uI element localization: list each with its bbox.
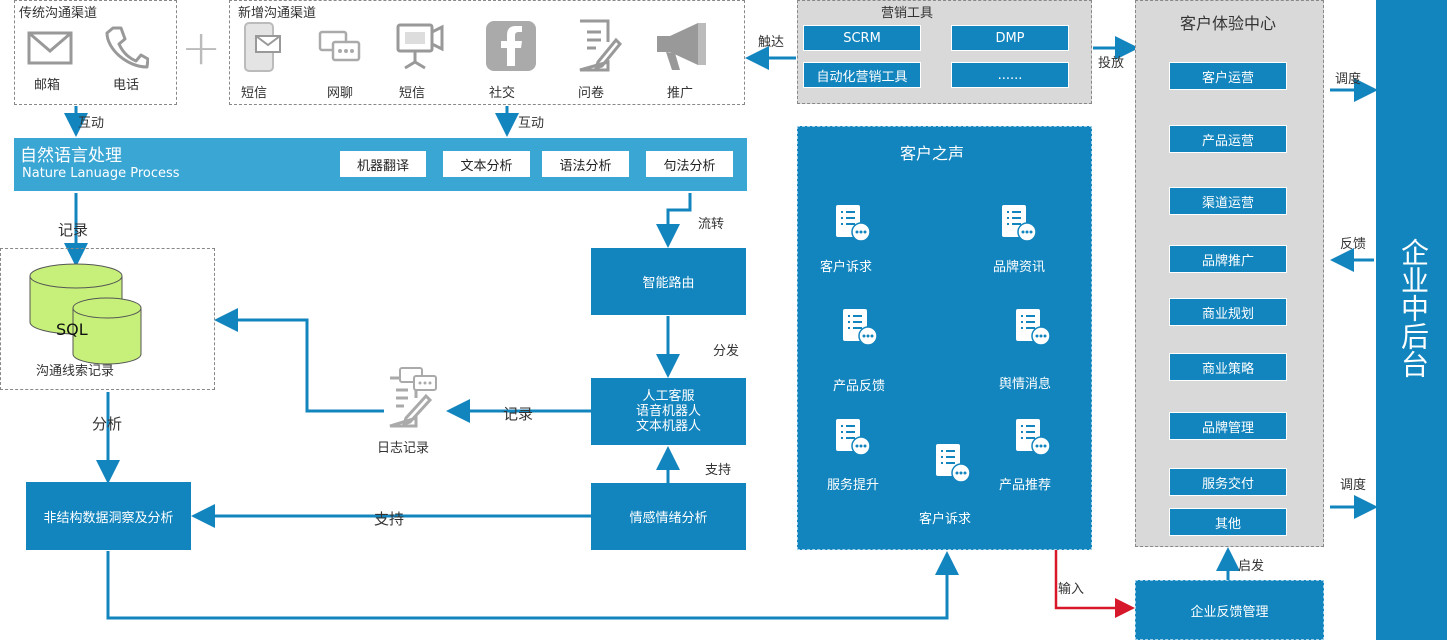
- survey-label: 问卷: [578, 86, 605, 101]
- record-top-label: 记录: [58, 221, 89, 239]
- document-chat-icon: [936, 444, 971, 483]
- schedule-bottom-label: 调度: [1340, 478, 1367, 493]
- voice-title: 客户之声: [900, 144, 965, 163]
- voice-item-product-recommend: 产品推荐: [998, 478, 1051, 493]
- phone-icon: [105, 26, 149, 69]
- document-chat-icon: [1002, 205, 1037, 242]
- nlp-chip-syntax: 句法分析: [646, 151, 733, 177]
- exp-brand-mgmt: 品牌管理: [1169, 412, 1287, 440]
- nlp-chip-grammar: 语法分析: [542, 151, 629, 177]
- social-label: 社交: [489, 86, 516, 101]
- exp-customer-ops: 客户运营: [1169, 62, 1287, 90]
- database-label: 沟通线索记录: [36, 364, 115, 379]
- new-channels-title: 新增沟通渠道: [238, 6, 317, 21]
- voice-item-demand-output: 客户诉求: [918, 512, 971, 527]
- document-chat-icon: [836, 419, 871, 456]
- database-box: [0, 248, 215, 390]
- database-icon: [29, 263, 142, 365]
- feedback-label: 反馈: [1340, 237, 1367, 252]
- interact-left-label: 互动: [78, 116, 105, 131]
- facebook-icon: [486, 21, 536, 71]
- experience-center-panel: [1135, 0, 1324, 547]
- deploy-label: 投放: [1098, 56, 1125, 71]
- marketing-tools-panel: [797, 0, 1092, 104]
- log-label: 日志记录: [377, 441, 430, 456]
- support-up-label: 支持: [705, 463, 732, 478]
- document-chat-icon: [1016, 419, 1051, 456]
- nlp-subtitle: Nature Lanuage Process: [22, 166, 180, 181]
- phone-label: 电话: [113, 78, 140, 93]
- unstructured-analysis-box: 非结构数据洞察及分析: [26, 482, 191, 550]
- traditional-channels-title: 传统沟通渠道: [19, 6, 98, 21]
- exp-brand-promo: 品牌推广: [1169, 245, 1287, 273]
- voice-item-product-feedback: 产品反馈: [832, 379, 885, 394]
- inspire-label: 启发: [1238, 559, 1265, 574]
- feedback-mgmt-box: 企业反馈管理: [1135, 580, 1324, 640]
- chat-icon: [318, 30, 361, 62]
- log-icon: [389, 367, 437, 428]
- service-voice-bot: 语音机器人: [635, 404, 701, 419]
- interact-right-label: 互动: [518, 116, 545, 131]
- traditional-channels-box: [14, 0, 177, 105]
- exp-product-ops: 产品运营: [1169, 125, 1287, 153]
- record-mid-label: 记录: [503, 405, 534, 423]
- exp-business-plan: 商业规划: [1169, 298, 1287, 326]
- analyze-label: 分析: [92, 415, 123, 433]
- emotion-analysis-box: 情感情绪分析: [591, 483, 746, 550]
- chat-label: 网聊: [327, 86, 354, 101]
- sql-label: SQL: [56, 320, 88, 339]
- voice-item-service-improve: 服务提升: [826, 478, 879, 493]
- sms-label: 短信: [241, 86, 268, 101]
- enterprise-backend-label: 企业中后台: [1397, 238, 1430, 378]
- marketing-tools-title: 营销工具: [881, 6, 934, 21]
- mail-icon: [27, 31, 73, 65]
- nlp-chip-translation: 机器翻译: [340, 151, 426, 177]
- service-text-bot: 文本机器人: [635, 419, 701, 434]
- enterprise-backend-bar: [1376, 0, 1447, 640]
- plus-sign: +: [181, 20, 222, 76]
- exp-business-strategy: 商业策略: [1169, 353, 1287, 381]
- document-chat-icon: [1016, 309, 1051, 346]
- promote-label: 推广: [667, 86, 694, 101]
- video-label: 短信: [399, 86, 426, 101]
- document-chat-icon: [836, 205, 871, 242]
- dispatch-label: 分发: [713, 344, 740, 359]
- experience-title: 客户体验中心: [1180, 14, 1277, 33]
- input-label: 输入: [1058, 582, 1085, 597]
- tool-automation: 自动化营销工具: [803, 62, 921, 88]
- smart-routing-box: 智能路由: [591, 248, 746, 315]
- exp-other: 其他: [1169, 508, 1287, 536]
- voice-item-brand-news: 品牌资讯: [992, 260, 1045, 275]
- reach-label: 触达: [758, 35, 785, 50]
- service-human: 人工客服: [642, 389, 695, 404]
- tool-dmp: DMP: [951, 25, 1069, 51]
- exp-service-delivery: 服务交付: [1169, 468, 1287, 496]
- customer-service-box: 人工客服 语音机器人 文本机器人: [591, 378, 746, 445]
- tool-more: ......: [951, 62, 1069, 88]
- new-channels-box: [229, 0, 745, 105]
- voice-item-demand: 客户诉求: [819, 260, 872, 275]
- mobile-message-icon: [244, 22, 281, 72]
- exp-channel-ops: 渠道运营: [1169, 187, 1287, 215]
- support-left-label: 支持: [374, 510, 405, 528]
- video-camera-icon: [396, 23, 444, 70]
- tool-scrm: SCRM: [803, 25, 921, 51]
- survey-icon: [579, 19, 622, 72]
- flow-label: 流转: [698, 217, 725, 232]
- schedule-top-label: 调度: [1335, 72, 1362, 87]
- nlp-title: 自然语言处理: [20, 146, 122, 166]
- megaphone-icon: [657, 23, 706, 70]
- mail-label: 邮箱: [34, 78, 61, 93]
- voice-item-public-opinion: 舆情消息: [998, 377, 1051, 392]
- document-chat-icon: [843, 309, 878, 346]
- nlp-chip-text-analysis: 文本分析: [443, 151, 530, 177]
